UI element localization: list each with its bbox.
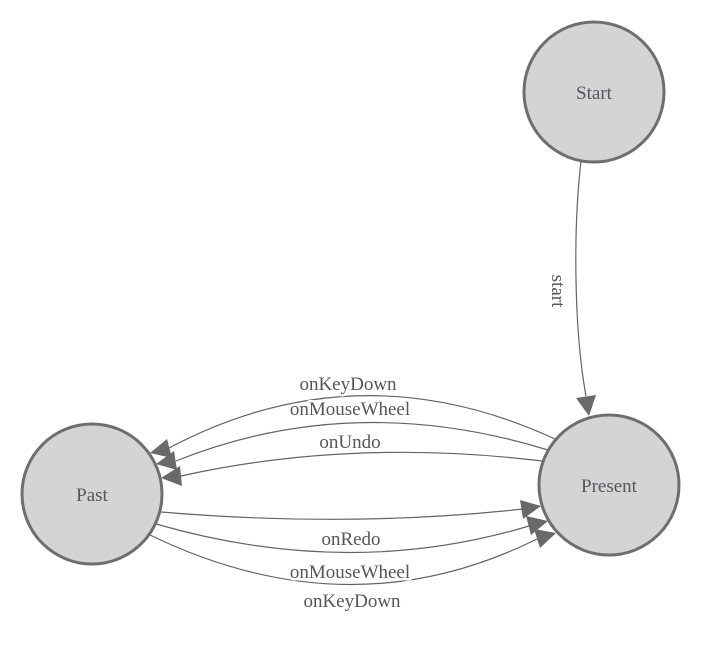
edge-label-onkeydown-bottom: onKeyDown — [303, 591, 401, 612]
edge-lines — [149, 160, 587, 586]
state-circle-past — [20, 422, 164, 566]
state-node-start: Start — [522, 20, 666, 164]
state-label-present: Present — [581, 476, 638, 497]
edge-past-to-present-onredo — [160, 508, 524, 520]
edge-present-to-past-onkeydown — [168, 395, 556, 449]
arrowhead-icon — [161, 466, 182, 486]
edge-past-to-present-onmousewheel — [155, 523, 530, 554]
arrowheads — [150, 395, 596, 548]
edge-label-onkeydown-top: onKeyDown — [299, 374, 397, 395]
edge-label-onredo: onRedo — [321, 529, 380, 550]
edge-present-to-past-onmousewheel — [175, 421, 549, 462]
state-node-present: Present — [537, 413, 681, 557]
edge-labels: start onKeyDown onMouseWheel onUndo onRe… — [287, 272, 570, 614]
edge-label-onmousewheel-top: onMouseWheel — [290, 399, 410, 420]
arrowhead-icon — [520, 500, 541, 519]
arrowhead-icon — [576, 395, 596, 416]
state-node-past: Past — [20, 422, 164, 566]
state-circle-present — [537, 413, 681, 557]
state-circle-start — [522, 20, 666, 164]
edge-present-to-past-onundo — [180, 451, 543, 477]
arrowhead-icon — [534, 529, 556, 548]
edge-label-start: start — [547, 275, 568, 308]
edge-label-onmousewheel-bottom: onMouseWheel — [290, 562, 410, 583]
edge-label-onundo: onUndo — [319, 432, 380, 453]
state-label-past: Past — [76, 485, 108, 506]
edge-past-to-present-onkeydown — [149, 534, 538, 586]
arrowhead-icon — [526, 516, 548, 535]
state-label-start: Start — [576, 83, 613, 104]
arrowhead-icon — [156, 451, 177, 470]
arrowhead-icon — [150, 439, 172, 458]
edge-start-to-present — [575, 160, 587, 397]
